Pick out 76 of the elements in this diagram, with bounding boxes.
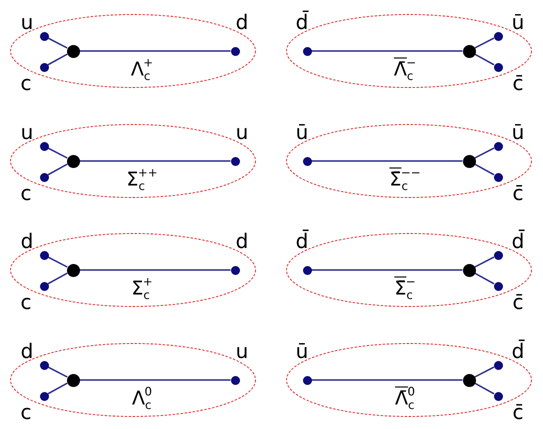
connector-line — [80, 160, 230, 162]
junction-dot-icon — [66, 374, 80, 386]
quark-dot-icon — [494, 282, 502, 290]
connector-line — [80, 269, 230, 271]
quark-label: c̄ — [512, 402, 524, 422]
connector-line — [474, 37, 494, 49]
junction-dot-icon — [462, 374, 476, 386]
junction-dot-icon — [462, 154, 476, 168]
quark-dot-icon — [230, 46, 240, 56]
connector-line — [80, 50, 230, 52]
connector-line — [48, 53, 68, 66]
quark-label: u — [20, 122, 34, 142]
quark-label: d — [236, 231, 248, 251]
quark-dot-icon — [230, 156, 240, 166]
connector-line — [48, 37, 68, 49]
quark-dot-icon — [494, 392, 502, 400]
quark-label: d̄ — [512, 341, 524, 361]
connector-line — [48, 366, 68, 378]
quark-label: ū — [296, 341, 308, 361]
quark-label: ū — [296, 122, 308, 142]
quark-dot-icon — [494, 142, 502, 150]
connector-line — [474, 163, 494, 176]
quark-dot-icon — [230, 376, 240, 384]
quark-label: c̄ — [512, 183, 524, 203]
quark-dot-icon — [494, 62, 502, 72]
connector-line — [474, 272, 494, 284]
connector-line — [48, 147, 68, 159]
quark-label: c — [20, 73, 32, 93]
quark-dot-icon — [230, 266, 240, 274]
quark-dot-icon — [302, 376, 312, 384]
junction-dot-icon — [462, 264, 476, 276]
connector-line — [474, 256, 494, 268]
quark-dot-icon — [40, 250, 48, 260]
quark-dot-icon — [40, 172, 48, 182]
quark-dot-icon — [40, 142, 48, 150]
quark-label: d̄ — [512, 231, 524, 251]
quark-label: c — [20, 292, 32, 312]
connector-line — [474, 382, 494, 394]
quark-label: u — [236, 341, 248, 361]
connector-line — [48, 163, 68, 176]
quark-dot-icon — [494, 360, 502, 370]
quark-dot-icon — [494, 250, 502, 260]
quark-dot-icon — [40, 282, 48, 290]
quark-label: d̄ — [296, 231, 308, 251]
quark-label: c̄ — [512, 292, 524, 312]
quark-dot-icon — [494, 32, 502, 40]
quark-label: d̄ — [296, 12, 308, 32]
connector-line — [48, 382, 68, 394]
quark-label: c — [20, 183, 32, 203]
connector-line — [474, 147, 494, 159]
quark-label: d — [20, 341, 34, 361]
connector-line — [48, 272, 68, 284]
junction-dot-icon — [462, 44, 476, 58]
quark-label: d — [20, 231, 34, 251]
quark-label: u — [236, 122, 248, 142]
connector-line — [80, 379, 230, 381]
quark-dot-icon — [40, 32, 48, 40]
quark-label: u — [20, 12, 34, 32]
junction-dot-icon — [66, 44, 80, 58]
connector-line — [474, 53, 494, 66]
junction-dot-icon — [66, 264, 80, 276]
quark-dot-icon — [40, 62, 48, 72]
quark-label: ū — [512, 122, 524, 142]
junction-dot-icon — [66, 154, 80, 168]
quark-label: c̄ — [512, 73, 524, 93]
quark-label: d — [236, 12, 248, 32]
quark-dot-icon — [40, 360, 48, 370]
quark-dot-icon — [40, 392, 48, 400]
quark-dot-icon — [302, 266, 312, 274]
quark-label: c — [20, 402, 32, 422]
quark-label: ū — [512, 12, 524, 32]
connector-line — [48, 256, 68, 268]
connector-line — [474, 366, 494, 378]
quark-dot-icon — [302, 46, 312, 56]
quark-dot-icon — [302, 156, 312, 166]
quark-dot-icon — [494, 172, 502, 182]
